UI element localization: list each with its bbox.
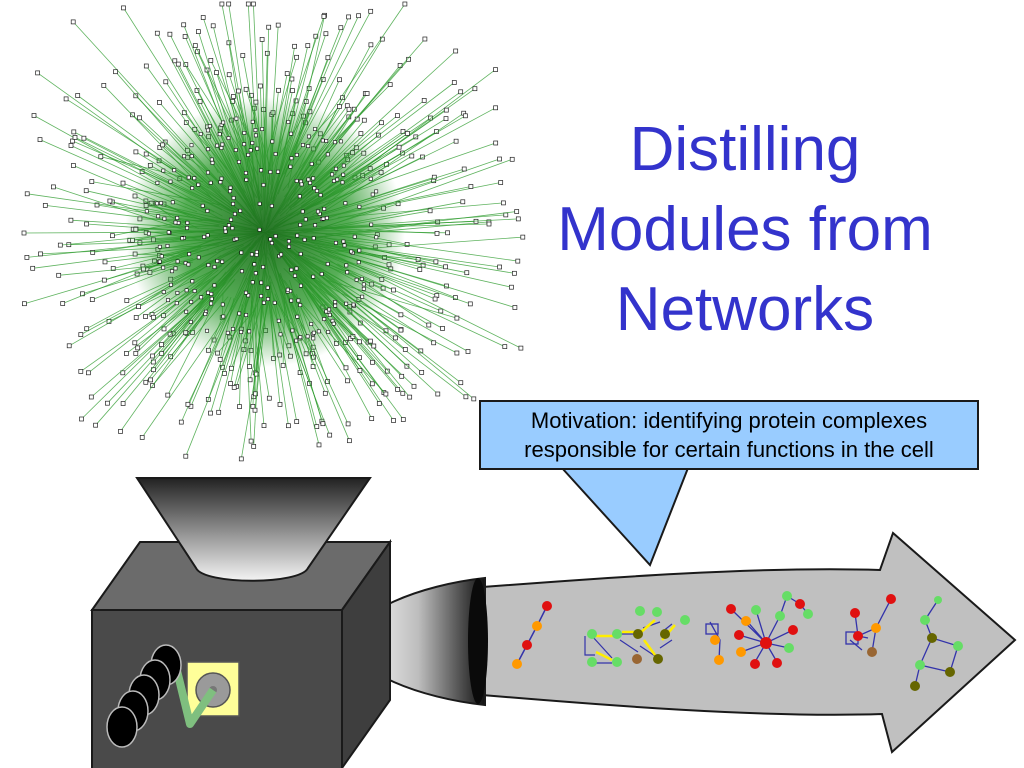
network-core <box>125 97 405 367</box>
module-graph-icon <box>910 596 963 691</box>
module-graph-icon <box>584 606 690 667</box>
protein-network <box>21 1 526 462</box>
title-line: Modules from <box>557 195 933 264</box>
callout-line: Motivation: identifying protein complexe… <box>530 408 928 433</box>
module-graph-icon <box>512 601 552 669</box>
callout-line: responsible for certain functions in the… <box>524 437 934 462</box>
module-clusters <box>512 591 963 691</box>
machine-hopper <box>135 477 372 582</box>
slide-title: Distilling Modules from Networks <box>545 110 945 350</box>
network-inner-nodes <box>144 116 379 343</box>
title-line: Networks <box>615 275 875 344</box>
output-arrow <box>469 531 1017 754</box>
motivation-callout: Motivation: identifying protein complexe… <box>479 400 979 470</box>
crank-handle-icon[interactable] <box>106 644 240 748</box>
module-graph-icon <box>845 594 896 657</box>
callout-pointer <box>559 467 690 567</box>
module-graph-icon <box>705 591 813 669</box>
nozzle-rim <box>468 578 488 704</box>
title-line: Distilling <box>629 115 861 184</box>
